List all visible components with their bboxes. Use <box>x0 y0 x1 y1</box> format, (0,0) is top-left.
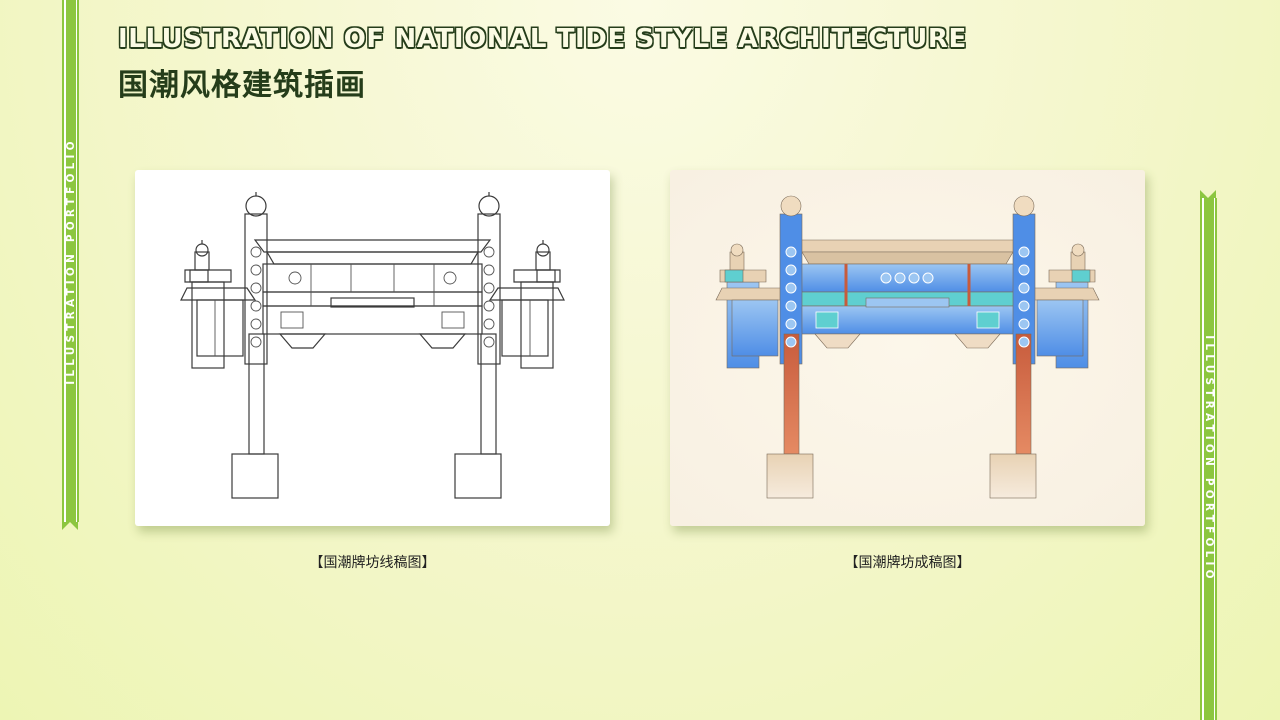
line-art-card <box>135 170 610 526</box>
ribbon-label: ILLUSTRATION PORTFOLIO <box>64 137 77 385</box>
line-art-archway-illustration <box>180 191 565 499</box>
ribbon-border-line <box>64 0 66 522</box>
ribbon-notch <box>1200 190 1216 198</box>
right-portfolio-ribbon: ILLUSTRATION PORTFOLIO <box>1200 190 1217 720</box>
page-title-english: ILLUSTRATION OF NATIONAL TIDE STYLE ARCH… <box>118 24 967 54</box>
ribbon-border-line <box>1213 198 1215 720</box>
colored-artwork-card <box>670 170 1145 526</box>
ribbon-label: ILLUSTRATION PORTFOLIO <box>1202 335 1215 583</box>
page-title-chinese: 国潮风格建筑插画 <box>118 68 366 103</box>
line-art-caption: 【国潮牌坊线稿图】 <box>309 555 436 571</box>
colored-artwork-caption: 【国潮牌坊成稿图】 <box>844 555 971 571</box>
left-portfolio-ribbon: ILLUSTRATION PORTFOLIO <box>62 0 79 530</box>
ribbon-border-line <box>75 0 77 522</box>
ribbon-border-line <box>1202 198 1204 720</box>
colored-archway-illustration <box>715 195 1100 499</box>
ribbon-notch <box>62 522 78 530</box>
